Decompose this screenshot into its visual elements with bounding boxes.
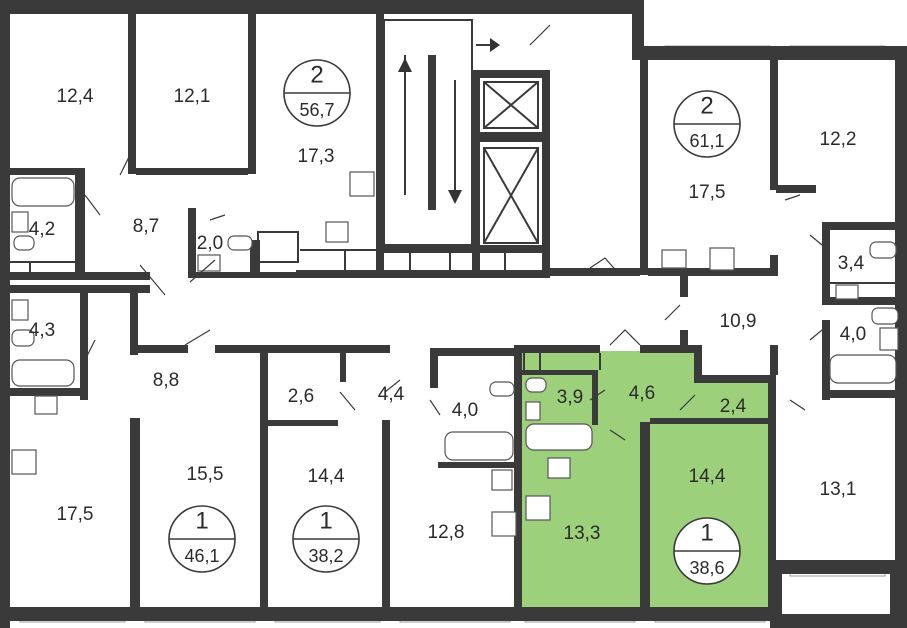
room-area-label: 12,4 <box>57 86 94 107</box>
fixtures <box>11 171 899 537</box>
room-area-label: 8,7 <box>133 216 159 237</box>
room-area-label: 4,4 <box>378 384 405 405</box>
room-area-label: 4,2 <box>29 219 55 240</box>
apartment-badge[interactable]: 2 61,1 <box>673 90 741 158</box>
room-area-label: 2,0 <box>197 233 223 254</box>
room-area-label: 4,6 <box>629 383 655 404</box>
room-area-label: 12,2 <box>820 129 857 150</box>
apartment-rooms: 1 <box>700 519 713 546</box>
room-area-label: 4,0 <box>840 324 866 345</box>
room-area-label: 3,9 <box>557 387 583 408</box>
room-area-label: 17,3 <box>298 146 335 167</box>
apartment-badge-highlighted[interactable]: 1 38,6 <box>673 517 741 585</box>
apartment-area: 38,2 <box>308 546 343 566</box>
room-area-label: 2,6 <box>288 386 314 407</box>
room-area-label: 8,8 <box>153 370 179 391</box>
apartment-badge[interactable]: 1 38,2 <box>292 505 360 573</box>
room-area-label: 13,3 <box>564 523 601 544</box>
partitions <box>10 19 905 370</box>
room-area-label: 13,1 <box>820 479 857 500</box>
apartment-badge[interactable]: 1 46,1 <box>168 505 236 573</box>
room-area-label: 4,0 <box>452 400 478 421</box>
room-area-label: 14,4 <box>689 466 726 487</box>
room-area-label: 10,9 <box>720 311 757 332</box>
room-labels: 12,4 12,1 17,3 4,2 8,7 2,0 4,3 8,8 17,5 … <box>29 86 866 544</box>
room-area-label: 3,4 <box>838 253 865 274</box>
apartment-rooms: 2 <box>700 92 713 119</box>
room-area-label: 2,4 <box>720 396 747 417</box>
room-area-label: 15,5 <box>187 464 224 485</box>
apartment-badge[interactable]: 2 56,7 <box>283 59 351 127</box>
room-area-label: 17,5 <box>689 182 726 203</box>
apartment-area: 56,7 <box>299 100 334 120</box>
room-area-label: 17,5 <box>57 504 94 525</box>
apartment-area: 46,1 <box>184 546 219 566</box>
apartment-rooms: 1 <box>319 507 332 534</box>
apartment-rooms: 1 <box>195 507 208 534</box>
apartment-area: 38,6 <box>689 558 724 578</box>
apartment-rooms: 2 <box>310 61 323 88</box>
room-area-label: 12,8 <box>428 522 465 543</box>
room-area-label: 4,3 <box>29 320 55 341</box>
room-area-label: 14,4 <box>308 466 345 487</box>
apartment-area: 61,1 <box>689 131 724 151</box>
doors <box>84 24 823 441</box>
room-area-label: 12,1 <box>174 86 211 107</box>
